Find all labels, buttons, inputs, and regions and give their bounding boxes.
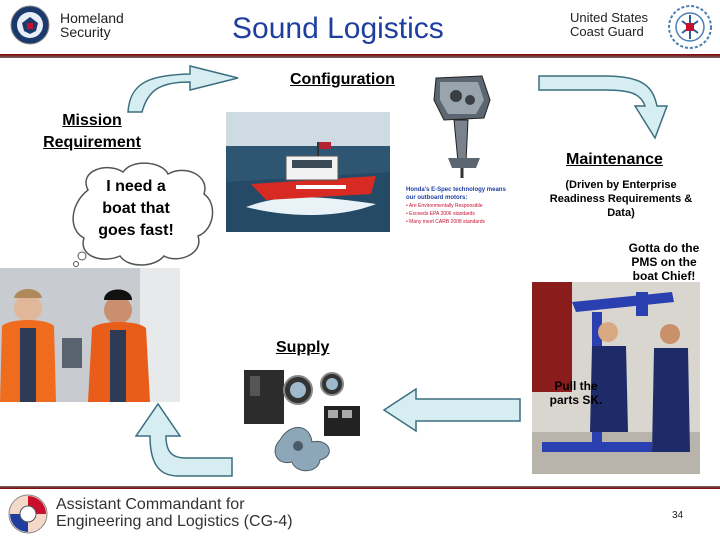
honda-ad-headline: Honda's E-Spec technology means our outb… <box>406 187 506 201</box>
cg4-label: Assistant Commandant for Engineering and… <box>56 496 293 530</box>
honda-ad-bullet: • Many meet CARB 2008 standards <box>406 219 486 225</box>
mission-requirement-label: Mission Requirement <box>43 112 141 151</box>
parts-image <box>240 362 368 476</box>
pull-parts-note: Pull the parts SK. <box>549 379 603 407</box>
arrow-to-supply <box>382 387 521 433</box>
honda-ad: Honda's E-Spec technology means our outb… <box>406 186 516 226</box>
honda-ad-bullet: • Exceeds EPA 2006 standards <box>406 211 475 217</box>
crew-photo <box>0 268 180 402</box>
homeland-security-label: Homeland Security <box>60 10 124 40</box>
honda-ad-bullet: • Are Environmentally Responsible <box>406 203 483 209</box>
uscg-seal <box>668 5 712 49</box>
pms-note: Gotta do the PMS on the boat Chief! <box>628 241 700 283</box>
arrow-to-configuration <box>127 65 239 113</box>
header-rule <box>0 54 720 58</box>
thought-bubble <box>72 162 214 267</box>
arrow-to-mission <box>134 402 233 477</box>
outboard-motor-image <box>424 70 504 180</box>
configuration-label: Configuration <box>290 71 395 88</box>
footer-rule <box>0 486 720 489</box>
coast-guard-label: United States Coast Guard <box>570 10 649 39</box>
bubble-text: I need a boat that goes fast! <box>98 178 174 239</box>
maintenance-note: (Driven by Enterprise Readiness Requirem… <box>549 179 693 219</box>
maintenance-photo <box>532 282 700 474</box>
page-number: 34 <box>672 510 684 521</box>
boat-photo <box>226 112 390 232</box>
dhs-seal <box>10 5 50 45</box>
arrow-to-maintenance <box>538 75 669 140</box>
page-title: Sound Logistics <box>232 12 444 45</box>
maintenance-label: Maintenance <box>566 151 663 168</box>
cg4-seal <box>8 494 48 534</box>
supply-label: Supply <box>276 339 330 356</box>
